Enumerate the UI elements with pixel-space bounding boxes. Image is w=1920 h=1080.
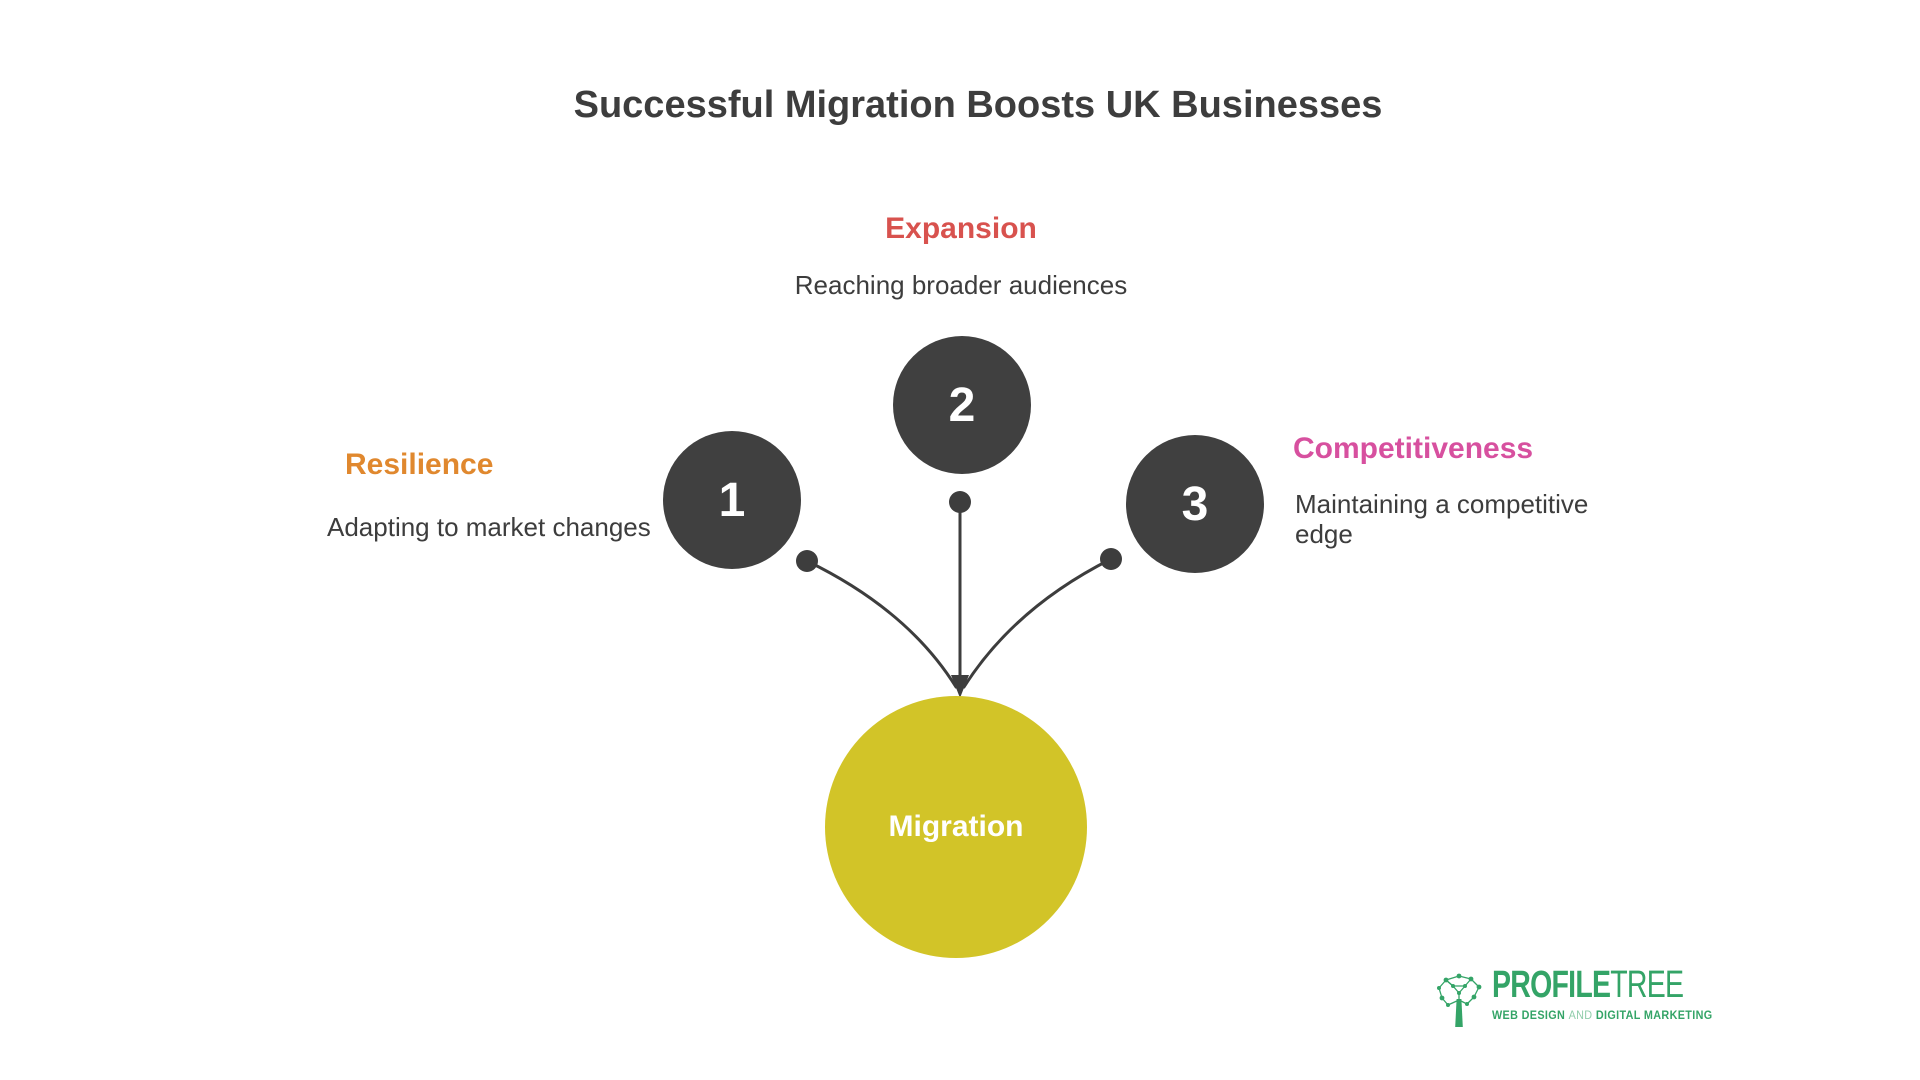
anchor-dot-3 [1100, 548, 1122, 570]
expansion-heading: Expansion [885, 212, 1037, 245]
anchor-dot-1 [796, 550, 818, 572]
step-circle-3: 3 [1126, 435, 1264, 573]
logo-text: PROFILETREE WEB DESIGN AND DIGITAL MARKE… [1492, 966, 1747, 1022]
competitiveness-heading: Competitiveness [1293, 432, 1534, 465]
page-title: Successful Migration Boosts UK Businesse… [573, 84, 1383, 126]
logo-brand-tree: TREE [1610, 964, 1684, 1006]
resilience-description: Adapting to market changes [327, 512, 651, 542]
step-number-1: 1 [718, 473, 746, 527]
logo-tagline: WEB DESIGN AND DIGITAL MARKETING [1492, 1008, 1722, 1022]
resilience-heading: Resilience [345, 448, 494, 481]
connector-curve-1 [805, 559, 958, 689]
step-circle-1: 1 [663, 431, 801, 569]
logo-brand: PROFILETREE [1492, 964, 1684, 1006]
step-circle-2: 2 [893, 336, 1031, 474]
migration-circle: Migration [825, 696, 1087, 958]
logo-brand-profile: PROFILE [1492, 964, 1611, 1006]
arrowhead-icon [951, 675, 969, 698]
logo-tagline-digital-marketing: DIGITAL MARKETING [1595, 1008, 1713, 1022]
logo-tagline-and: AND [1568, 1008, 1593, 1022]
tree-icon [1437, 973, 1482, 1027]
connector-curve-3 [962, 557, 1113, 689]
step-number-2: 2 [948, 378, 976, 432]
logo-tagline-web-design: WEB DESIGN [1492, 1008, 1566, 1022]
competitiveness-description: Maintaining a competitive edge [1295, 489, 1589, 549]
profiletree-logo: PROFILETREE WEB DESIGN AND DIGITAL MARKE… [1434, 966, 1747, 1028]
expansion-description: Reaching broader audiences [794, 270, 1128, 300]
anchor-dot-2 [949, 491, 971, 513]
migration-label: Migration [888, 810, 1024, 843]
step-number-3: 3 [1181, 477, 1209, 531]
